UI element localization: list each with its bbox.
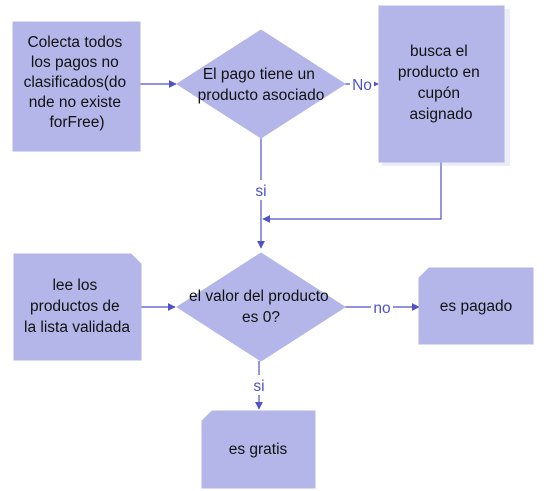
document-text-read: lee los productos de la lista validada <box>24 277 130 336</box>
edge-label-decision2-no: no <box>373 300 390 317</box>
edge-label-bg-d1-no <box>350 75 374 93</box>
process-box-collect <box>12 21 141 152</box>
edge-label-bg-d2-no <box>371 298 393 316</box>
card-text-free: es gratis <box>229 441 288 458</box>
decision-text-value-zero: el valor del producto es 0? <box>189 288 333 326</box>
card-shape-paid <box>418 267 534 345</box>
process-box-search <box>378 5 505 163</box>
edge-label-bg-d1-yes <box>253 180 269 200</box>
edge-label-bg-d2-yes <box>251 375 267 395</box>
process-text-collect: Colecta todos los pagos no clasificados(… <box>24 34 131 131</box>
edge-label-decision1-no: No <box>352 77 372 94</box>
edge-label-decision1-yes: si <box>255 183 266 200</box>
edge-search-to-merge <box>262 162 442 223</box>
document-shape-read <box>13 253 142 361</box>
decision-diamond-value-zero <box>176 252 346 362</box>
process-text-search: busca el producto en cupón asignado <box>398 43 484 123</box>
decision-text-product-associated: El pago tiene un producto asociado <box>198 66 325 104</box>
decision-diamond-product-associated <box>176 29 346 139</box>
edge-label-decision2-yes: si <box>253 378 264 395</box>
card-text-paid: es pagado <box>440 298 512 315</box>
card-shape-free <box>201 410 316 489</box>
